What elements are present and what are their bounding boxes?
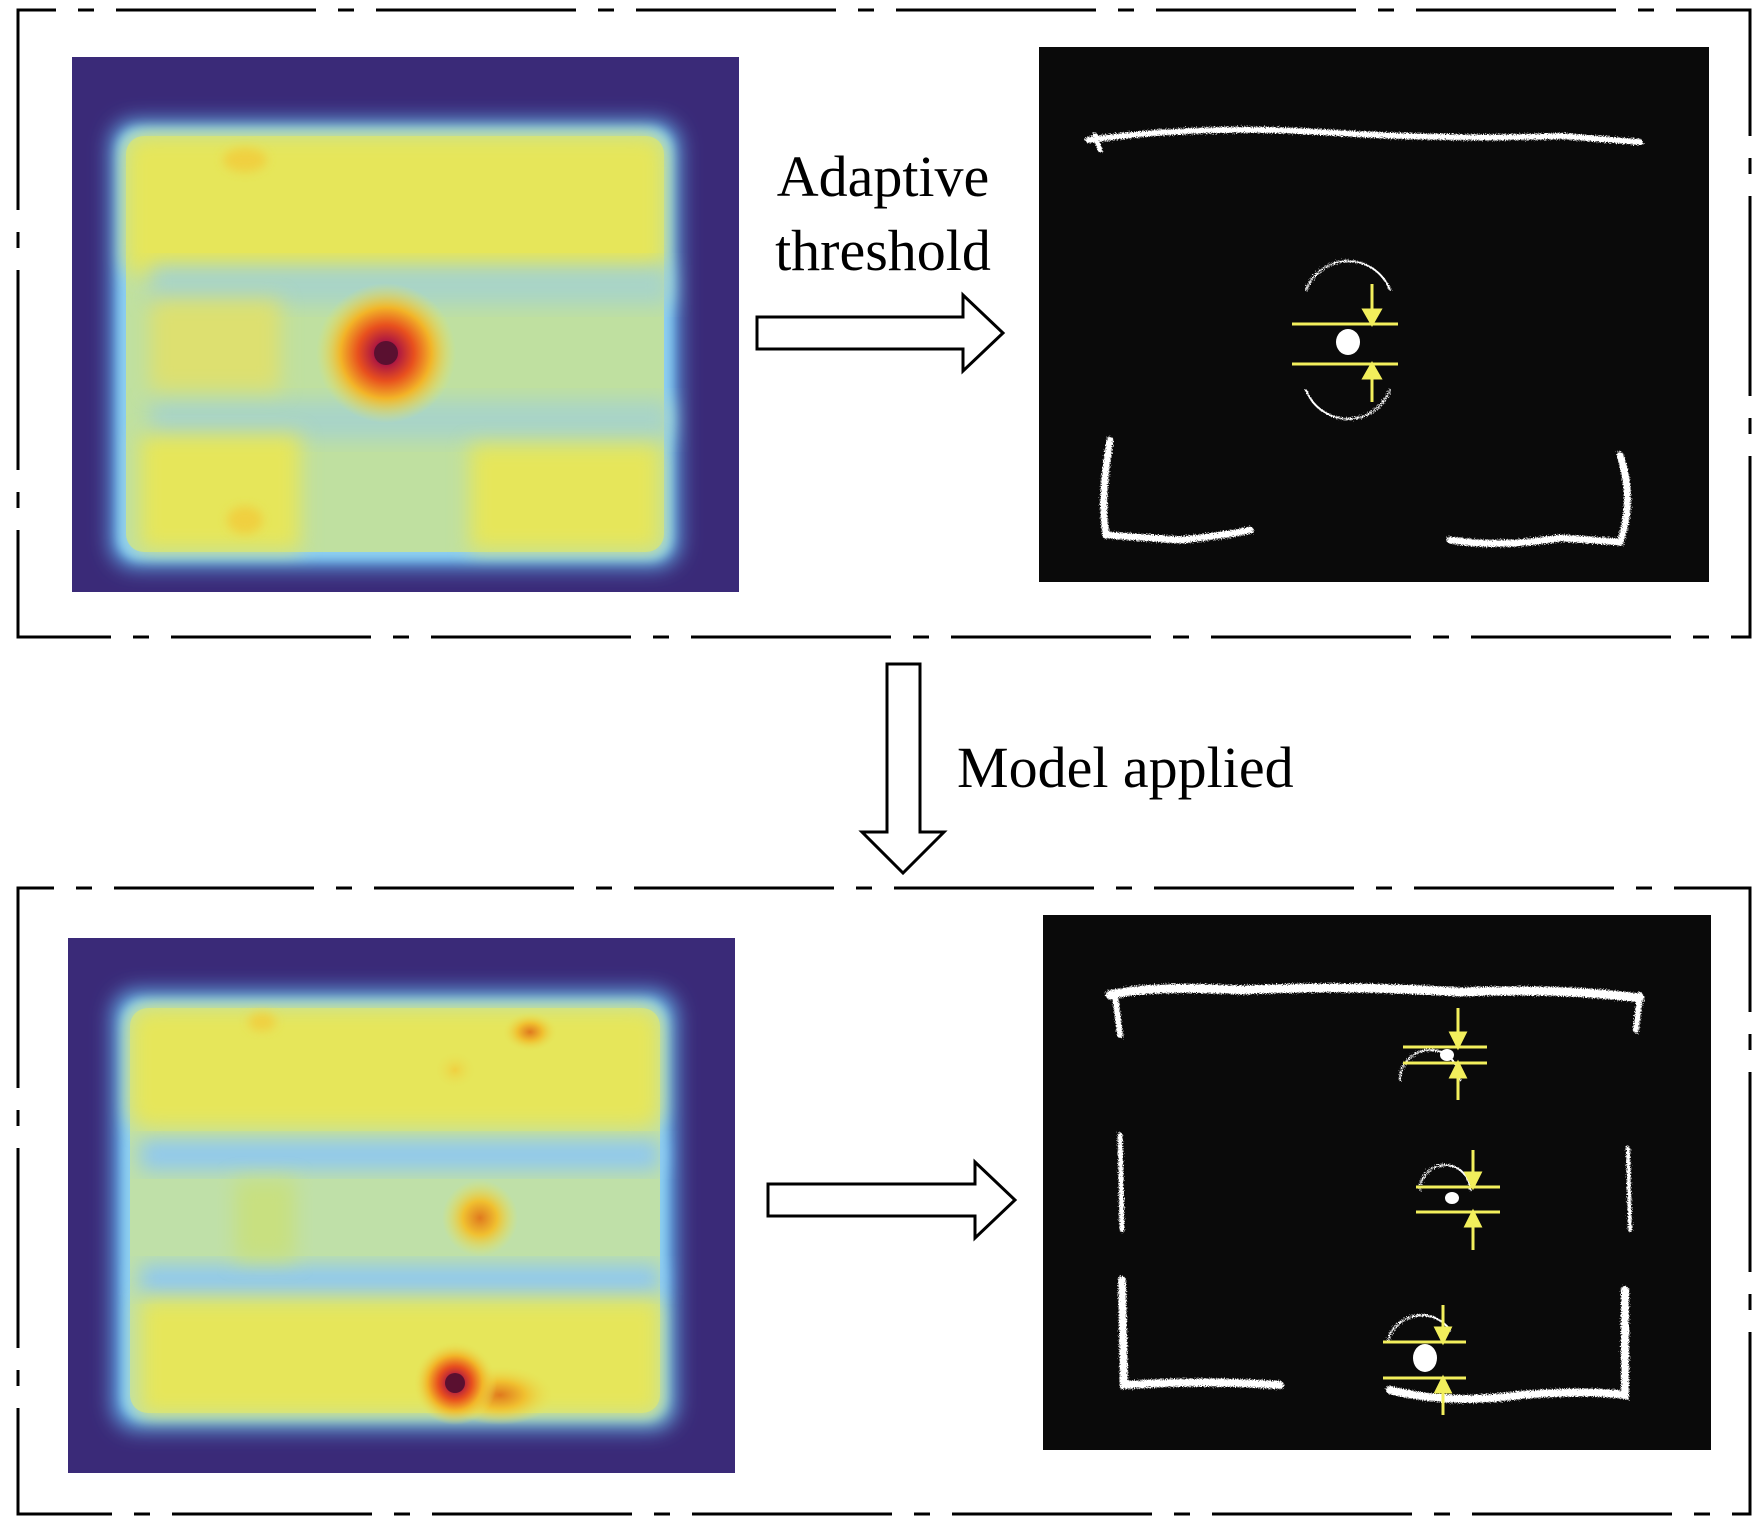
arrow-down-middle — [858, 662, 948, 876]
binary-image-top — [1039, 47, 1709, 582]
arrow-right-bottom — [766, 1158, 1018, 1242]
heatmap-bottom — [68, 938, 735, 1473]
heatmap-top — [72, 57, 739, 592]
middle-arrow-label: Model applied — [957, 735, 1294, 800]
top-arrow-label-line1: Adaptive — [777, 144, 990, 209]
binary-image-bottom — [1043, 915, 1711, 1450]
top-arrow-label-line2: threshold — [775, 218, 991, 283]
arrow-right-top — [755, 291, 1006, 375]
top-panel-frame — [16, 8, 1752, 639]
bottom-panel-frame — [16, 886, 1752, 1516]
